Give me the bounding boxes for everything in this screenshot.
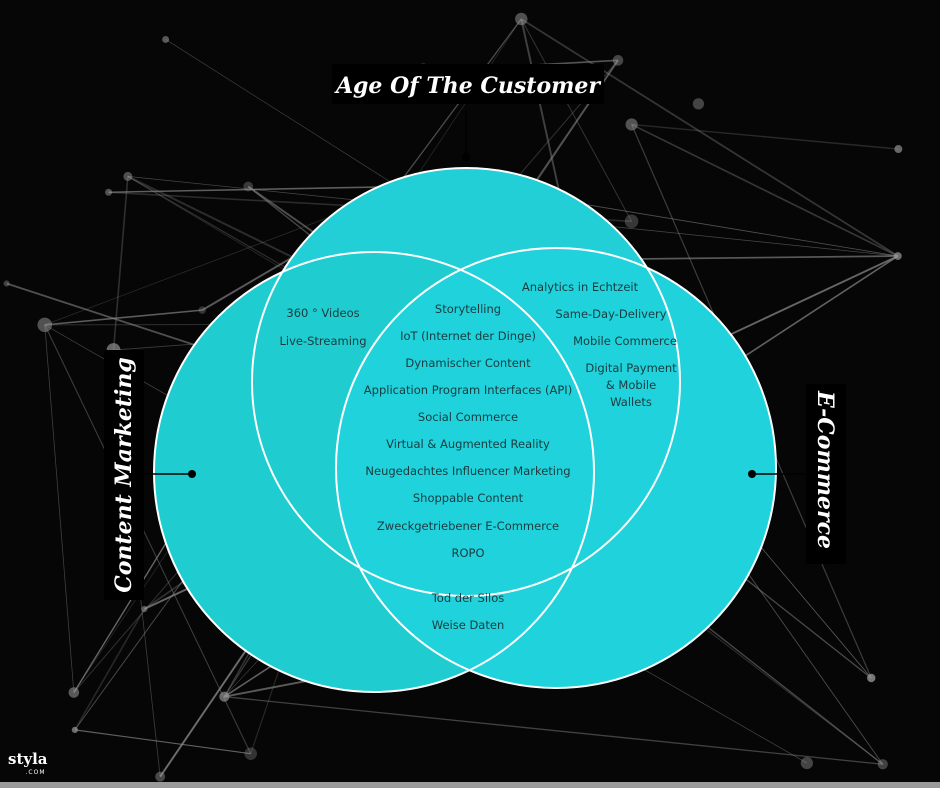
network-node xyxy=(219,691,230,702)
network-node xyxy=(877,759,888,770)
region-item: Dynamischer Content xyxy=(405,356,531,370)
region-item: 360 ° Videos xyxy=(286,306,359,320)
network-node xyxy=(37,317,53,333)
title-right: E-Commerce xyxy=(812,390,838,549)
title-top-bg xyxy=(332,64,604,104)
network-node xyxy=(515,12,528,26)
network-line xyxy=(631,123,899,150)
network-node xyxy=(68,687,80,698)
network-node xyxy=(244,747,258,760)
styla-logo: styla .COM xyxy=(8,752,48,780)
network-node xyxy=(243,181,254,192)
region-item: Tod der Silos xyxy=(431,591,505,605)
connector-left-dot xyxy=(188,470,196,478)
logo-name: styla xyxy=(8,750,48,768)
region-item: Social Commerce xyxy=(418,410,518,424)
network-node xyxy=(162,35,170,43)
region-item: Wallets xyxy=(610,395,652,409)
region-item: Neugedachtes Influencer Marketing xyxy=(365,464,570,478)
network-line xyxy=(631,123,899,257)
network-line xyxy=(74,729,251,755)
network-node xyxy=(624,214,639,229)
region-top-right: Analytics in Echtzeit Same-Day-Delivery … xyxy=(522,280,677,409)
network-node xyxy=(867,673,876,683)
network-node xyxy=(123,171,133,181)
region-center: Storytelling IoT (Internet der Dinge) Dy… xyxy=(364,302,572,560)
region-item: Mobile Commerce xyxy=(573,334,677,348)
region-item: Same-Day-Delivery xyxy=(555,307,666,321)
network-node xyxy=(625,118,638,131)
network-node xyxy=(893,252,902,260)
title-top: Age Of The Customer xyxy=(334,73,601,99)
region-item: Analytics in Echtzeit xyxy=(522,280,639,294)
title-left: Content Marketing xyxy=(111,357,137,593)
logo-domain: .COM xyxy=(25,769,46,776)
network-node xyxy=(800,756,813,770)
circle-right-fill xyxy=(336,248,776,688)
region-item: ROPO xyxy=(451,546,484,560)
network-node xyxy=(141,605,148,613)
network-line xyxy=(44,324,252,754)
network-node xyxy=(692,98,705,110)
region-top-left: 360 ° Videos Live-Streaming xyxy=(279,306,366,348)
circle-left xyxy=(153,251,595,693)
region-item: Weise Daten xyxy=(432,618,504,632)
network-line xyxy=(520,18,899,257)
connector-top-dot xyxy=(462,153,470,161)
network-line xyxy=(44,324,75,693)
network-node xyxy=(3,280,10,287)
title-left-bg xyxy=(104,350,144,600)
region-item: Zweckgetriebener E-Commerce xyxy=(377,519,559,533)
network-node xyxy=(71,726,78,733)
title-right-bg xyxy=(806,384,846,564)
network-node xyxy=(612,55,624,66)
network-line xyxy=(112,176,129,351)
region-item: & Mobile xyxy=(606,378,656,392)
region-bottom: Tod der Silos Weise Daten xyxy=(431,591,505,632)
network-line xyxy=(127,176,305,283)
network-node xyxy=(894,145,903,154)
network-line xyxy=(44,309,203,326)
network-node xyxy=(105,188,113,196)
region-item: Application Program Interfaces (API) xyxy=(364,383,572,397)
circle-top xyxy=(251,167,681,597)
region-item: Shoppable Content xyxy=(413,491,524,505)
network-line xyxy=(520,18,632,222)
region-item: IoT (Internet der Dinge) xyxy=(400,329,536,343)
network-node xyxy=(198,306,206,314)
region-item: Storytelling xyxy=(435,302,501,316)
bottom-bar xyxy=(0,782,940,788)
network-line xyxy=(74,608,146,731)
region-item: Digital Payment xyxy=(585,361,677,375)
network-line xyxy=(224,696,883,765)
connector-right-dot xyxy=(748,470,756,478)
network-node xyxy=(155,771,166,782)
region-item: Virtual & Augmented Reality xyxy=(386,437,550,451)
circle-right xyxy=(335,247,777,689)
region-item: Live-Streaming xyxy=(279,334,366,348)
